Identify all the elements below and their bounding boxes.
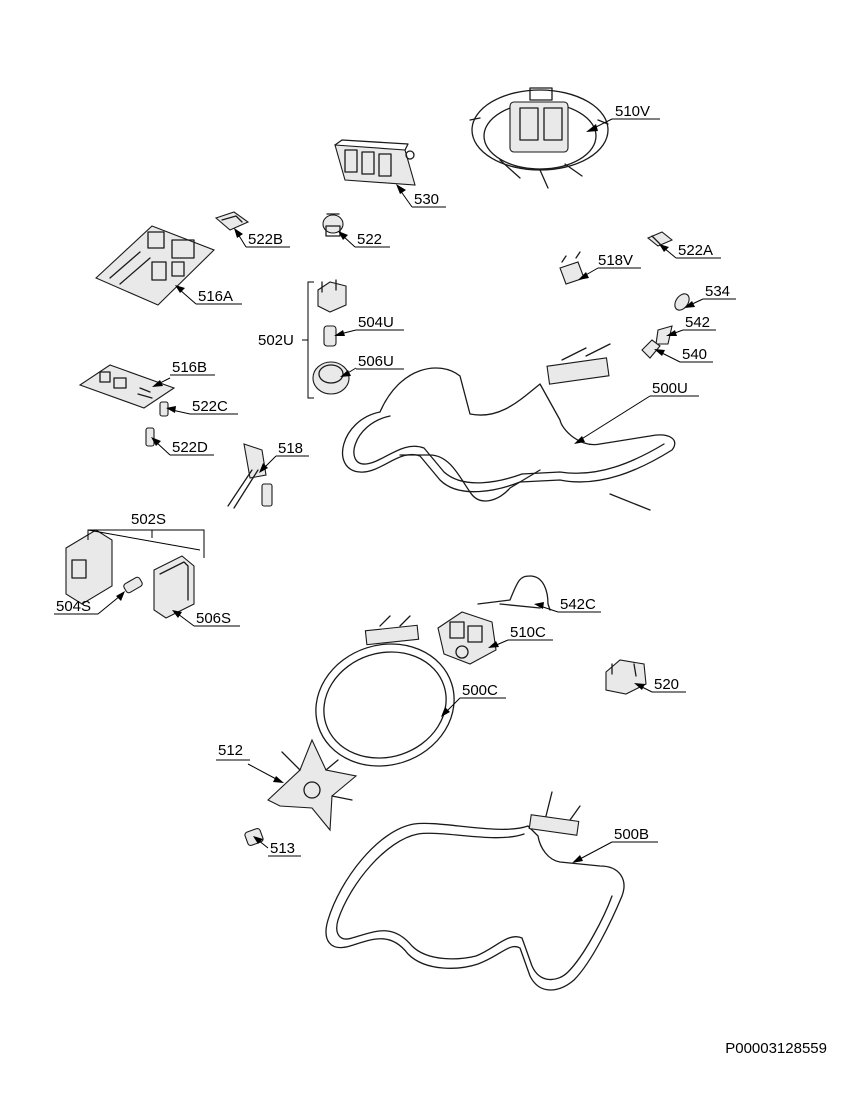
part-504S-side-lamp-bulb: [123, 576, 143, 594]
part-502S-side-lamp: [65, 529, 113, 605]
label-504S[interactable]: 504S: [56, 598, 91, 615]
label-518V[interactable]: 518V: [598, 252, 633, 269]
label-510C[interactable]: 510C: [510, 624, 546, 641]
label-500U[interactable]: 500U: [652, 380, 688, 397]
part-518-temperature-sensor: [227, 443, 273, 509]
label-500C[interactable]: 500C: [462, 682, 498, 699]
part-516A-control-board: [95, 225, 215, 306]
diagram-reference-code: P00003128559: [725, 1040, 827, 1057]
label-504U[interactable]: 504U: [358, 314, 394, 331]
label-513[interactable]: 513: [270, 840, 295, 857]
part-510C-fan-motor: [437, 611, 497, 665]
leader-lines: [87, 118, 704, 863]
part-500U-top-heating-element: [341, 343, 676, 511]
label-522B[interactable]: 522B: [248, 231, 283, 248]
part-labels: 510V 530 522B 522 522A 518V 516A 534 502…: [54, 103, 736, 857]
part-506U-lamp-cover: [312, 361, 350, 395]
part-522D-connector: [145, 427, 155, 447]
label-542[interactable]: 542: [685, 314, 710, 331]
label-542C[interactable]: 542C: [560, 596, 596, 613]
label-522[interactable]: 522: [357, 231, 382, 248]
part-516B-board: [78, 364, 176, 409]
label-502U[interactable]: 502U: [258, 332, 294, 349]
part-540-lamp-seal: [641, 339, 661, 359]
part-520-door-switch: [605, 659, 647, 695]
part-522C-connector: [159, 401, 169, 417]
label-506U[interactable]: 506U: [358, 353, 394, 370]
label-512[interactable]: 512: [218, 742, 243, 759]
label-520[interactable]: 520: [654, 676, 679, 693]
label-534[interactable]: 534: [705, 283, 730, 300]
label-516B[interactable]: 516B: [172, 359, 207, 376]
label-522A[interactable]: 522A: [678, 242, 713, 259]
part-522B-clip: [214, 211, 250, 231]
label-510V[interactable]: 510V: [615, 103, 650, 120]
part-500C-circular-element: [315, 615, 455, 767]
part-530-switch-block: [334, 139, 416, 186]
label-522D[interactable]: 522D: [172, 439, 208, 456]
part-510V-fan-motor: [469, 87, 609, 189]
part-542-lamp-glass: [655, 325, 673, 345]
part-534-lamp: [674, 293, 690, 311]
label-522C[interactable]: 522C: [192, 398, 228, 415]
label-518[interactable]: 518: [278, 440, 303, 457]
label-502S[interactable]: 502S: [131, 511, 166, 528]
label-540[interactable]: 540: [682, 346, 707, 363]
part-500B-bottom-heating-element: [325, 791, 625, 991]
label-500B[interactable]: 500B: [614, 826, 649, 843]
part-512-fan-blade: [267, 738, 358, 832]
part-542C-clip: [477, 575, 551, 611]
part-502U-lamp-holder: [317, 279, 347, 313]
part-506S-side-lamp-cover: [153, 555, 195, 619]
label-506S[interactable]: 506S: [196, 610, 231, 627]
label-516A[interactable]: 516A: [198, 288, 233, 305]
part-522A-clip: [646, 231, 674, 247]
part-522-thermal-fuse: [322, 213, 344, 237]
label-530[interactable]: 530: [414, 191, 439, 208]
